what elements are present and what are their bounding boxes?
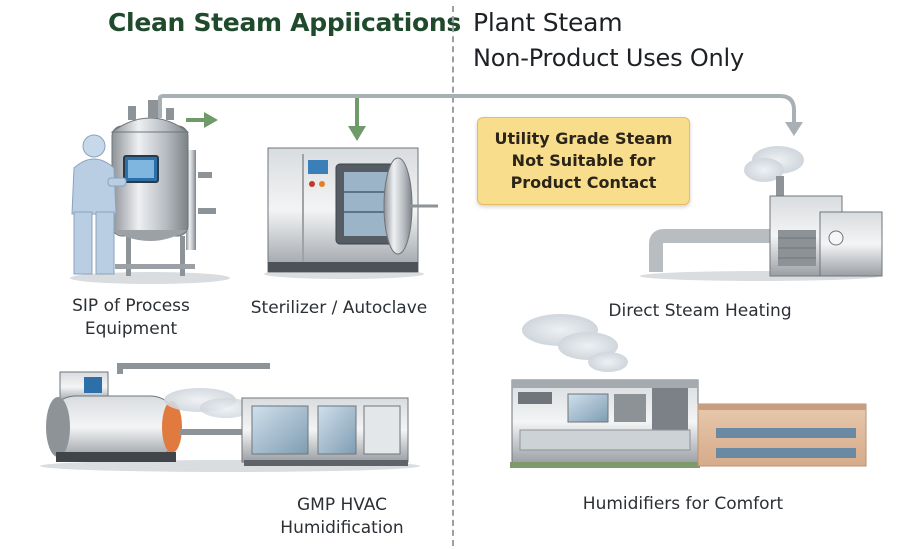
hvac-humidification-illustration — [40, 363, 420, 472]
hvac-label-line-2: Humidification — [280, 518, 404, 538]
direct-steam-heating-label: Direct Steam Heating — [608, 301, 792, 321]
utility-grade-warning-note: Utility Grade Steam Not Suitable for Pro… — [477, 117, 690, 205]
clean-steam-arrow-autoclave — [348, 98, 366, 141]
comfort-humidifier-building-illustration — [510, 314, 867, 468]
sip-label-line-2: Equipment — [84, 319, 178, 339]
direct-steam-heating-illustration — [640, 146, 883, 281]
autoclave-illustration — [264, 147, 438, 279]
plant-steam-title: Plant Steam — [473, 8, 623, 37]
clean-steam-arrow-sip — [186, 112, 218, 128]
note-line-1: Utility Grade Steam — [494, 129, 673, 148]
sip-label: SIP of Process Equipment — [48, 295, 214, 341]
hvac-label: GMP HVAC Humidification — [262, 494, 422, 540]
sip-vessel-illustration — [70, 100, 230, 284]
comfort-humidifiers-label: Humidifiers for Comfort — [582, 494, 784, 514]
autoclave-label-line-1: Sterilizer / Autoclave — [250, 298, 428, 318]
sip-label-line-1: SIP of Process — [72, 296, 190, 316]
hvac-label-line-1: GMP HVAC — [296, 495, 388, 515]
section-divider — [452, 6, 454, 546]
autoclave-label: Sterilizer / Autoclave — [242, 297, 436, 320]
plant-steam-header-pipe — [158, 94, 803, 136]
plant-steam-subtitle: Non-Product Uses Only — [473, 44, 745, 72]
clean-steam-title: Clean Steam Appiications — [108, 8, 461, 37]
note-line-2: Not Suitable for — [511, 151, 656, 170]
note-line-3: Product Contact — [510, 173, 657, 192]
